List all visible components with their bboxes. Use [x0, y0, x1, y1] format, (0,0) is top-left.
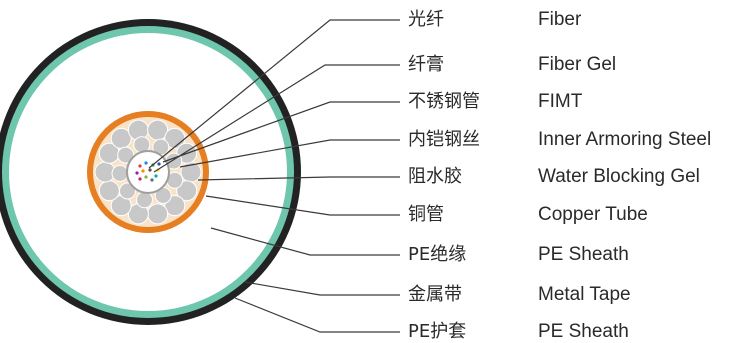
steel-wire: [117, 146, 135, 164]
label-inner-armoring-zh: 内铠钢丝: [408, 129, 480, 150]
leader-line-copper-tube: [205, 195, 400, 216]
label-fiber-gel-zh: 纤膏: [408, 54, 444, 75]
steel-wire: [119, 182, 136, 200]
fiber: [148, 168, 152, 172]
steel-wire: [136, 191, 153, 209]
fiber: [138, 164, 142, 168]
leader-line-fiber: [148, 19, 400, 169]
steel-wire: [147, 203, 169, 225]
label-copper-tube-zh: 铜管: [408, 204, 444, 225]
label-water-blocking-en: Water Blocking Gel: [538, 166, 700, 187]
leader-line-pe-insulation: [210, 227, 400, 256]
leader-line-metal-tape: [244, 281, 400, 296]
steel-wire: [98, 180, 120, 202]
label-fiber-zh: 光纤: [408, 9, 444, 30]
label-metal-tape-en: Metal Tape: [538, 284, 631, 305]
leader-line-fiber-gel: [153, 64, 400, 173]
fiber: [157, 162, 161, 166]
label-fimt-zh: 不锈钢管: [408, 91, 480, 112]
label-fiber-en: Fiber: [538, 9, 582, 30]
fiber-gel: [130, 154, 166, 190]
label-metal-tape-zh: 金属带: [408, 284, 462, 305]
label-pe-sheath-zh: PE护套: [408, 321, 467, 342]
fiber: [144, 161, 148, 165]
label-pe-insulation-zh: PE绝缘: [408, 244, 467, 265]
steel-wire: [111, 164, 129, 182]
steel-wire: [176, 180, 198, 202]
fiber: [135, 171, 139, 175]
leader-line-fimt: [162, 101, 400, 163]
label-fimt-en: FIMT: [538, 91, 583, 112]
fiber: [144, 175, 148, 179]
leader-line-pe-sheath: [234, 297, 400, 333]
label-pe-sheath-en: PE Sheath: [538, 321, 629, 342]
label-water-blocking-zh: 阻水胶: [408, 166, 462, 187]
label-fiber-gel-en: Fiber Gel: [538, 54, 617, 75]
optical-fibers: [135, 161, 161, 182]
fiber: [138, 177, 142, 181]
leader-line-water-blocking: [197, 176, 400, 181]
label-inner-armoring-en: Inner Armoring Steel: [538, 129, 712, 150]
fiber: [150, 178, 154, 182]
label-pe-insulation-en: PE Sheath: [538, 244, 629, 265]
fiber: [154, 174, 158, 178]
label-copper-tube-en: Copper Tube: [538, 204, 648, 225]
leader-lines: [148, 19, 400, 333]
inner-armoring-steel-wires: [94, 119, 202, 225]
fiber: [141, 169, 145, 173]
leader-line-inner-armoring: [179, 139, 400, 168]
